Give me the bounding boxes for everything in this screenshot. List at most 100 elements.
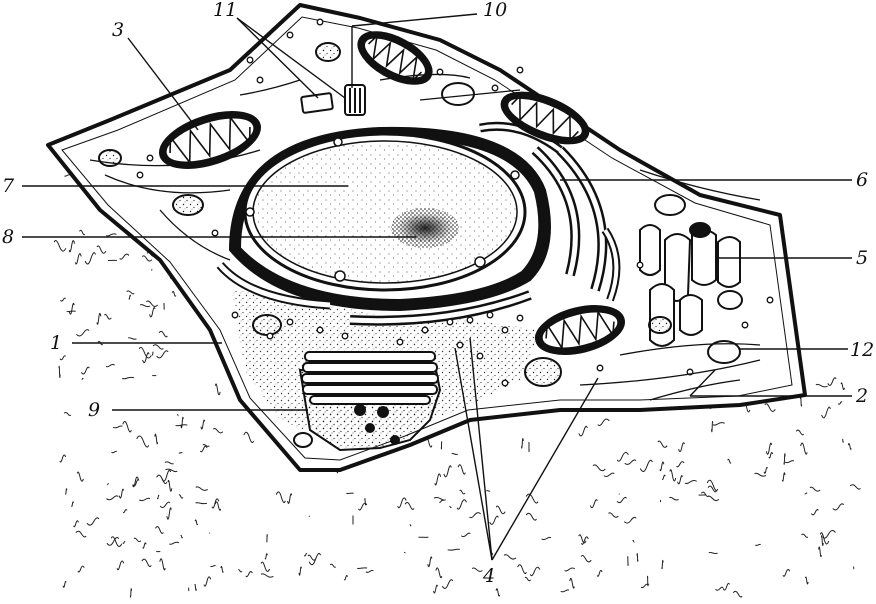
matrix-fiber xyxy=(127,291,134,294)
matrix-fiber xyxy=(215,384,220,395)
matrix-fiber xyxy=(848,444,851,450)
matrix-fiber xyxy=(78,566,84,572)
matrix-fiber xyxy=(755,473,766,476)
matrix-fiber xyxy=(75,254,81,264)
matrix-fiber xyxy=(304,554,307,556)
matrix-fiber xyxy=(168,480,172,491)
matrix-fiber xyxy=(153,352,154,355)
matrix-fiber xyxy=(122,377,134,378)
matrix-fiber xyxy=(157,495,159,499)
matrix-fiber xyxy=(598,419,610,425)
matrix-fiber xyxy=(330,564,335,567)
matrix-fiber xyxy=(782,473,785,481)
granule xyxy=(467,317,473,323)
matrix-fiber xyxy=(177,415,178,416)
granule xyxy=(317,19,323,25)
matrix-fiber xyxy=(436,568,442,578)
matrix-fiber xyxy=(624,517,636,523)
granule xyxy=(257,77,263,83)
granule xyxy=(317,327,323,333)
granule xyxy=(492,85,498,91)
vesicle xyxy=(173,195,203,215)
matrix-fiber xyxy=(709,553,718,554)
matrix-fiber xyxy=(69,241,74,252)
matrix-fiber xyxy=(460,490,465,494)
matrix-fiber xyxy=(157,351,169,358)
matrix-fiber xyxy=(405,502,414,509)
granule xyxy=(502,380,508,386)
matrix-fiber xyxy=(470,513,481,518)
matrix-fiber xyxy=(117,561,124,570)
granule xyxy=(422,327,428,333)
matrix-fiber xyxy=(810,487,820,491)
matrix-fiber xyxy=(833,504,844,510)
matrix-fiber xyxy=(140,305,150,307)
matrix-fiber xyxy=(590,500,597,508)
matrix-fiber xyxy=(167,508,171,519)
matrix-fiber xyxy=(105,314,112,319)
matrix-fiber xyxy=(850,485,860,489)
matrix-fiber xyxy=(137,436,149,447)
matrix-fiber xyxy=(215,502,220,510)
matrix-fiber xyxy=(85,253,95,264)
matrix-fiber xyxy=(97,246,106,253)
matrix-fiber xyxy=(783,570,790,577)
matrix-fiber xyxy=(658,441,667,447)
matrix-fiber xyxy=(299,567,301,575)
granule xyxy=(232,312,238,318)
matrix-fiber xyxy=(146,301,157,306)
matrix-fiber xyxy=(723,583,730,590)
matrix-fiber xyxy=(561,590,569,592)
matrix-fiber xyxy=(530,567,540,575)
matrix-fiber xyxy=(660,462,664,471)
vesicle xyxy=(316,43,340,61)
matrix-fiber xyxy=(195,584,196,590)
matrix-fiber xyxy=(504,555,516,559)
granule xyxy=(247,57,253,63)
matrix-fiber xyxy=(155,434,158,444)
matrix-fiber xyxy=(522,438,524,448)
granule xyxy=(447,319,453,325)
matrix-fiber xyxy=(129,295,131,299)
matrix-fiber xyxy=(526,513,536,520)
matrix-fiber xyxy=(169,542,179,544)
matrix-fiber xyxy=(64,412,71,415)
granule xyxy=(287,319,293,325)
matrix-fiber xyxy=(811,510,818,515)
matrix-fiber xyxy=(82,378,83,379)
matrix-fiber xyxy=(713,423,725,425)
matrix-fiber xyxy=(733,591,742,597)
label-11: 11 xyxy=(213,0,237,21)
matrix-fiber xyxy=(195,520,197,525)
granule xyxy=(502,327,508,333)
matrix-fiber xyxy=(796,430,803,435)
matrix-fiber xyxy=(617,452,628,461)
granule xyxy=(342,333,348,339)
matrix-fiber xyxy=(130,589,131,597)
matrix-fiber xyxy=(457,500,466,509)
matrix-fiber xyxy=(542,537,551,539)
matrix-fiber xyxy=(442,580,453,589)
label-5: 5 xyxy=(856,247,868,269)
matrix-fiber xyxy=(265,554,267,559)
matrix-fiber xyxy=(181,535,183,538)
matrix-fiber xyxy=(678,476,683,484)
matrix-fiber xyxy=(142,559,151,566)
matrix-fiber xyxy=(518,565,527,574)
matrix-fiber xyxy=(60,298,65,301)
matrix-fiber xyxy=(153,345,163,350)
matrix-fiber xyxy=(428,557,432,567)
matrix-fiber xyxy=(784,454,785,465)
matrix-fiber xyxy=(461,533,470,536)
vesicle xyxy=(442,83,474,105)
label-1: 1 xyxy=(50,332,62,354)
matrix-fiber xyxy=(159,331,167,336)
matrix-fiber xyxy=(608,513,618,518)
matrix-fiber xyxy=(181,417,183,428)
matrix-fiber xyxy=(179,495,183,498)
matrix-fiber xyxy=(128,338,136,339)
matrix-fiber xyxy=(633,541,635,542)
matrix-fiber xyxy=(59,366,60,377)
matrix-fiber xyxy=(156,527,164,534)
matrix-fiber xyxy=(63,581,66,587)
